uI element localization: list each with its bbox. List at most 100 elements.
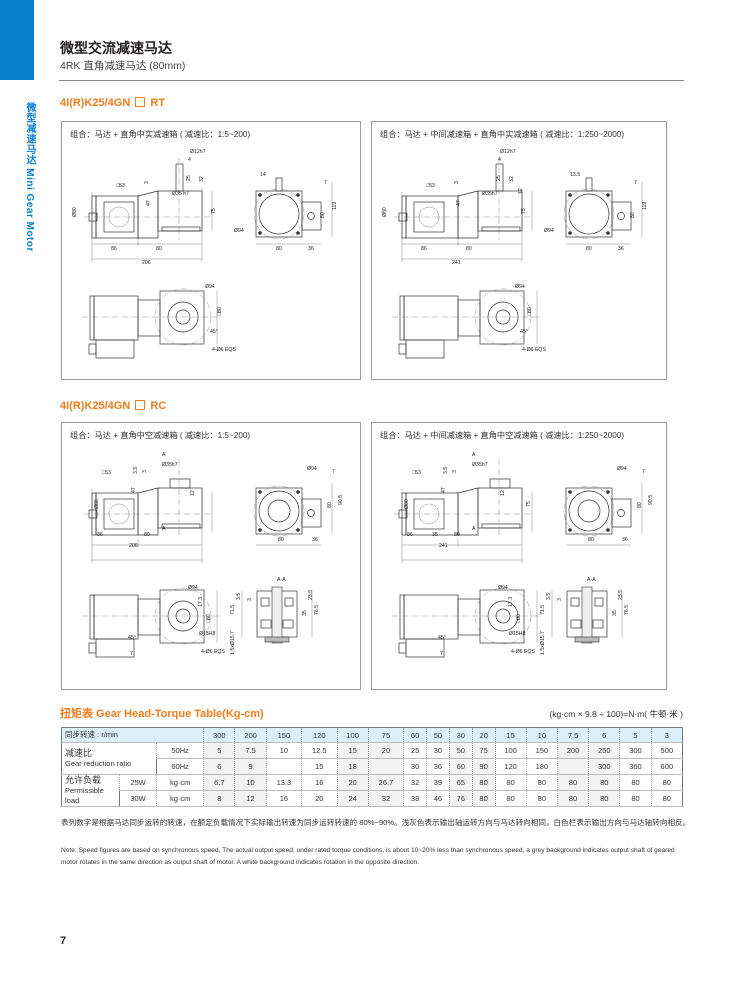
mounting-hole: [258, 231, 262, 235]
dimension-label: □53: [412, 470, 421, 476]
section-heading-rc: 4I(R)K25/4GN RC: [60, 400, 166, 412]
speed-cell: 10: [525, 727, 558, 743]
panel-caption: 组合：马达 + 中间减速箱 + 直角中实减速箱 ( 减速比：1:250~2000…: [380, 130, 625, 139]
ratio-cell: 600: [650, 758, 684, 775]
dimension-label: Ø94: [307, 466, 317, 472]
end-view-flange: [565, 487, 613, 535]
dimension-label: 3.5: [443, 467, 449, 474]
end-view-housing: [568, 490, 610, 532]
dimension-label: A: [162, 526, 166, 532]
top-cable-gland: [398, 343, 407, 355]
gearbox-base: [161, 523, 201, 529]
dimension-label: 35: [302, 610, 308, 616]
frequency-cell: 50Hz: [156, 742, 204, 759]
dimension-label: 45°: [210, 329, 218, 335]
ratio-cell: [265, 758, 302, 775]
panel-caption: 组合：马达 + 直角中空减速箱 ( 减速比：1:5~200): [70, 431, 251, 440]
pcd-circle: [253, 485, 305, 537]
ratio-cell: 500: [650, 742, 684, 759]
ratio-cell: 120: [494, 758, 527, 775]
unit-cell: kg·cm: [156, 774, 204, 791]
dimension-label: □80: [516, 614, 522, 623]
dimension-label: 45°: [128, 635, 136, 641]
dimension-label: 206: [129, 543, 138, 549]
load-cell: 76: [448, 790, 473, 807]
load-cell: 32: [367, 790, 404, 807]
speed-cell: 60: [403, 727, 427, 743]
top-motor-cap: [399, 295, 405, 341]
load-cell: 65: [448, 774, 473, 791]
load-cell: 80: [588, 774, 620, 791]
dimension-label: 1.5xØ15.7: [540, 631, 546, 655]
top-flange: [479, 290, 525, 345]
mounting-hole: [258, 490, 262, 494]
page-title: 微型交流减速马达: [60, 40, 172, 56]
top-flange: [479, 589, 525, 644]
top-cable-gland: [398, 642, 407, 654]
dimension-label: 241: [439, 543, 448, 549]
dimension-label: Ø15H8: [509, 631, 526, 637]
load-cell: 13.3: [265, 774, 302, 791]
ratio-cell: 6: [203, 758, 235, 775]
placeholder-box-icon: [135, 400, 146, 410]
load-cell: 80: [525, 790, 558, 807]
dimension-label: 86: [97, 532, 103, 538]
dimension-label: 80: [637, 502, 643, 508]
page-subtitle: 4RK 直角减速马达 (80mm): [60, 60, 186, 72]
load-cell: 80: [619, 790, 652, 807]
mounting-hole: [296, 193, 300, 197]
dimension-label: 80: [588, 537, 594, 543]
seal: [264, 636, 290, 643]
gear-housing: [137, 190, 159, 239]
dimension-label: 32: [509, 176, 515, 182]
top-motor-body: [93, 594, 139, 640]
dimension-label: 3.5: [133, 467, 139, 474]
dimension-label: Ø94: [498, 585, 508, 591]
top-motor-cap: [399, 594, 405, 640]
dimension-label: 7: [440, 651, 443, 657]
dimension-label: Ø35 h7: [172, 191, 189, 197]
dimension-label: Ø80: [72, 207, 78, 217]
gear-housing: [457, 487, 479, 536]
dimension-label: 75: [526, 501, 532, 507]
dimension-label: Ø94: [234, 228, 244, 234]
dimension-label: 4: [498, 157, 501, 163]
dimension-label: Ø94: [205, 284, 215, 290]
end-view-flange: [255, 190, 303, 238]
ratio-label-en: Gear reduction ratio: [65, 759, 132, 768]
dimension-label: 45°: [520, 329, 528, 335]
dimension-label: 4-Ø6 EQS: [212, 347, 236, 353]
speed-cell: 300: [203, 727, 235, 743]
dimension-label: 12: [500, 490, 506, 496]
dimension-label: A: [472, 526, 476, 532]
ratio-cell: 60: [448, 758, 473, 775]
speed-cell: 100: [336, 727, 369, 743]
dimension-label: 3: [452, 470, 458, 473]
dimension-label: 47: [456, 200, 462, 206]
top-motor-body: [403, 295, 459, 341]
model-prefix: 4I(R)K25/4GN: [60, 97, 131, 109]
load-cell: 80: [525, 774, 558, 791]
gearbox-base: [481, 523, 521, 529]
dimension-label: 7: [130, 651, 133, 657]
dimension-label: 14: [260, 172, 266, 178]
mounting-hole: [606, 490, 610, 494]
ratio-cell: 20: [367, 742, 404, 759]
drawing-panel-rc-intermediate: 组合：马达 + 中间减速箱 + 直角中空减速箱 ( 减速比：1:250~2000…: [371, 422, 667, 690]
load-cell: 6.7: [203, 774, 235, 791]
dimension-label: 3: [142, 470, 148, 473]
dimension-label: 36: [618, 246, 624, 252]
dimension-label: 7: [332, 469, 335, 475]
load-cell: 24: [336, 790, 369, 807]
dimension-label: 90.5: [338, 495, 344, 505]
ratio-cell: 7.5: [234, 742, 267, 759]
load-cell: 16: [265, 790, 302, 807]
dimension-label: □53: [116, 183, 125, 189]
dimension-label: 47: [131, 487, 137, 493]
